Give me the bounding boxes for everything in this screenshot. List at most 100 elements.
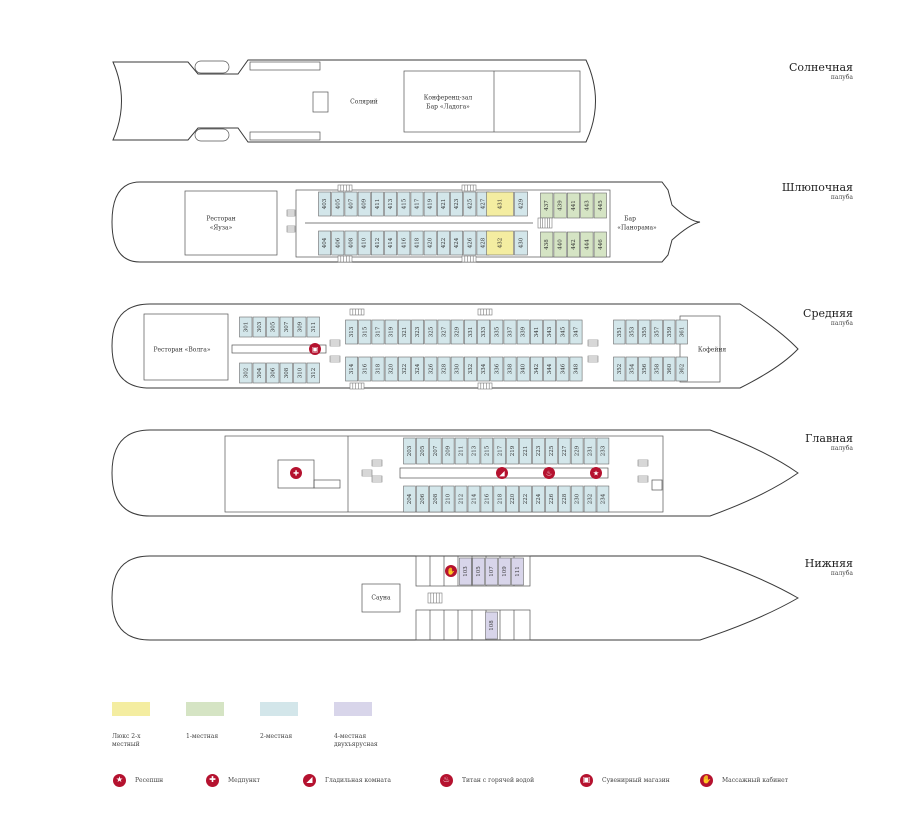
cabin[interactable] [397,356,411,382]
cabin[interactable] [437,356,451,382]
cabin[interactable] [557,485,571,513]
cabin[interactable] [411,356,424,382]
cabin[interactable] [625,356,638,382]
cabin[interactable] [477,356,490,382]
cabin[interactable] [357,191,371,217]
cabin[interactable] [613,319,626,345]
cabin[interactable] [570,437,584,465]
cabin[interactable] [543,319,556,345]
cabin[interactable] [331,191,345,217]
cabin[interactable] [553,231,567,258]
cabin[interactable] [279,316,293,338]
cabin[interactable] [472,557,485,586]
cabin[interactable] [467,485,481,513]
cabin[interactable] [450,319,464,345]
cabin[interactable] [266,362,280,384]
cabin[interactable] [410,230,424,256]
cabin[interactable] [411,319,424,345]
cabin[interactable] [239,362,253,384]
cabin[interactable] [397,319,411,345]
cabin[interactable] [638,319,651,345]
cabin[interactable] [540,231,554,258]
cabin[interactable] [358,356,372,382]
cabin[interactable] [490,356,504,382]
cabin[interactable] [650,319,663,345]
cabin[interactable] [486,191,514,217]
cabin[interactable] [450,191,463,217]
cabin[interactable] [516,319,530,345]
cabin[interactable] [625,319,638,345]
cabin[interactable] [384,356,398,382]
cabin[interactable] [293,362,307,384]
cabin[interactable] [344,230,358,256]
cabin[interactable] [503,319,517,345]
cabin[interactable] [357,230,371,256]
cabin[interactable] [384,230,397,256]
cabin[interactable] [384,191,397,217]
cabin[interactable] [583,437,597,465]
cabin[interactable] [663,356,676,382]
cabin[interactable] [467,437,481,465]
cabin[interactable] [331,230,345,256]
cabin[interactable] [371,319,385,345]
cabin[interactable] [423,191,437,217]
cabin[interactable] [593,192,607,219]
cabin[interactable] [279,362,293,384]
cabin[interactable] [306,362,320,384]
cabin[interactable] [371,356,385,382]
cabin[interactable] [557,437,571,465]
cabin[interactable] [514,230,528,256]
cabin[interactable] [239,316,253,338]
cabin[interactable] [463,356,477,382]
cabin[interactable] [529,319,543,345]
cabin[interactable] [663,319,676,345]
cabin[interactable] [293,316,307,338]
cabin[interactable] [318,191,331,217]
cabin[interactable] [397,230,411,256]
cabin[interactable] [370,191,384,217]
cabin[interactable] [650,356,663,382]
cabin[interactable] [570,485,584,513]
cabin[interactable] [428,437,442,465]
cabin[interactable] [580,231,594,258]
cabin[interactable] [532,485,545,513]
cabin[interactable] [511,557,524,586]
cabin[interactable] [556,319,570,345]
cabin[interactable] [459,557,472,586]
cabin[interactable] [436,191,450,217]
cabin[interactable] [519,437,532,465]
cabin[interactable] [566,231,580,258]
cabin[interactable] [490,319,504,345]
cabin[interactable] [569,356,583,382]
cabin[interactable] [519,485,532,513]
cabin[interactable] [569,319,583,345]
cabin[interactable] [480,437,494,465]
cabin[interactable] [463,191,477,217]
cabin[interactable] [675,319,688,345]
cabin[interactable] [498,557,511,586]
cabin[interactable] [358,319,372,345]
cabin[interactable] [480,485,494,513]
cabin[interactable] [477,319,490,345]
cabin[interactable] [252,316,266,338]
cabin[interactable] [532,437,545,465]
cabin[interactable] [493,485,506,513]
cabin[interactable] [266,316,280,338]
cabin[interactable] [403,437,416,465]
cabin[interactable] [463,230,477,256]
cabin[interactable] [545,485,558,513]
cabin[interactable] [593,231,607,258]
cabin[interactable] [543,356,556,382]
cabin[interactable] [638,356,651,382]
cabin[interactable] [506,437,519,465]
cabin[interactable] [306,316,320,338]
cabin[interactable] [485,557,498,586]
cabin[interactable] [428,485,442,513]
cabin[interactable] [436,230,450,256]
cabin[interactable] [441,437,455,465]
cabin[interactable] [252,362,266,384]
cabin[interactable] [344,191,358,217]
cabin[interactable] [506,485,519,513]
cabin[interactable] [416,437,429,465]
